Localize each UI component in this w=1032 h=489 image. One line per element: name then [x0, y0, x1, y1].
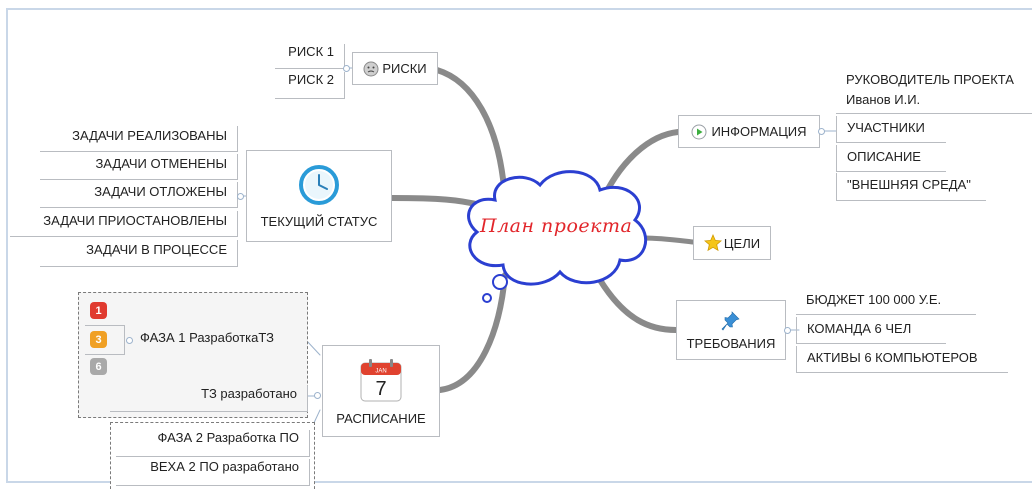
risk-face-icon — [363, 61, 379, 76]
requirements-node[interactable]: ТРЕБОВАНИЯ — [676, 300, 786, 360]
info-item-label: ОПИСАНИЕ — [847, 149, 921, 164]
info-item[interactable]: УЧАСТНИКИ — [836, 116, 946, 143]
collapse-handle[interactable] — [818, 128, 825, 135]
phase2-milestone-label: ВЕХА 2 ПО разработано — [150, 459, 299, 474]
info-node[interactable]: ИНФОРМАЦИЯ — [678, 115, 820, 148]
manager-name: Иванов И.И. — [846, 92, 921, 107]
status-item[interactable]: ЗАДАЧИ ОТМЕНЕНЫ — [40, 154, 238, 180]
status-item-label: ЗАДАЧИ ПРИОСТАНОВЛЕНЫ — [43, 213, 227, 228]
status-item-label: ЗАДАЧИ РЕАЛИЗОВАНЫ — [72, 128, 227, 143]
status-item-label: ЗАДАЧИ В ПРОЦЕССЕ — [86, 242, 227, 257]
phase1-boundary — [78, 292, 308, 418]
canvas-frame — [6, 8, 1032, 483]
calendar-icon: JAN 7 — [360, 358, 402, 401]
schedule-node-label: РАСПИСАНИЕ — [336, 410, 426, 426]
priority-6-icon: 6 — [90, 358, 107, 375]
phase2-milestone[interactable]: ВЕХА 2 ПО разработано — [116, 459, 310, 486]
status-item-label: ЗАДАЧИ ОТМЕНЕНЫ — [95, 156, 227, 171]
requirement-item-label: БЮДЖЕТ 100 000 У.Е. — [806, 292, 942, 307]
priority-1-icon: 1 — [90, 302, 107, 319]
requirements-node-label: ТРЕБОВАНИЯ — [686, 335, 776, 351]
requirement-item-label: КОМАНДА 6 ЧЕЛ — [807, 321, 912, 336]
phase2-item[interactable]: ФАЗА 2 Разработка ПО — [116, 430, 310, 457]
goals-node-label: ЦЕЛИ — [723, 235, 761, 251]
collapse-handle[interactable] — [237, 193, 244, 200]
phase2-boundary — [110, 422, 315, 489]
risks-node-label: РИСКИ — [382, 61, 427, 76]
collapse-handle[interactable] — [126, 337, 133, 344]
phase1-label: ФАЗА 1 РазработкаТЗ — [140, 330, 275, 345]
goals-node[interactable]: ЦЕЛИ — [693, 226, 771, 260]
risks-node[interactable]: РИСКИ — [352, 52, 438, 85]
collapse-handle[interactable] — [784, 327, 791, 334]
clock-icon — [299, 164, 339, 205]
status-item[interactable]: ЗАДАЧИ РЕАЛИЗОВАНЫ — [40, 126, 238, 152]
status-item[interactable]: ЗАДАЧИ В ПРОЦЕССЕ — [40, 240, 238, 267]
collapse-handle[interactable] — [343, 65, 350, 72]
phase1-item[interactable]: ФАЗА 1 РазработкаТЗ — [138, 330, 308, 352]
status-item[interactable]: ЗАДАЧИ ПРИОСТАНОВЛЕНЫ — [10, 211, 238, 237]
status-item-label: ЗАДАЧИ ОТЛОЖЕНЫ — [94, 184, 227, 199]
central-topic[interactable]: План проекта — [480, 215, 633, 237]
risk-item[interactable]: РИСК 2 — [275, 72, 345, 99]
central-cloud-shape — [467, 170, 648, 303]
phase1-milestone-label: ТЗ разработано — [201, 386, 297, 401]
pin-icon — [721, 310, 740, 330]
calendar-month: JAN — [375, 368, 386, 374]
priority-badge-label: 6 — [95, 360, 102, 373]
schedule-node[interactable]: JAN 7 РАСПИСАНИЕ — [322, 345, 440, 437]
risk-item-label: РИСК 2 — [288, 72, 334, 87]
status-node[interactable]: ТЕКУЩИЙ СТАТУС — [246, 150, 392, 242]
requirement-item[interactable]: БЮДЖЕТ 100 000 У.Е. — [796, 288, 976, 315]
priority-badge-label: 3 — [95, 333, 102, 346]
requirement-item[interactable]: АКТИВЫ 6 КОМПЬЮТЕРОВ — [796, 346, 1008, 373]
status-item[interactable]: ЗАДАЧИ ОТЛОЖЕНЫ — [40, 182, 238, 208]
calendar-day: 7 — [375, 378, 386, 400]
phase2-label: ФАЗА 2 Разработка ПО — [157, 430, 299, 445]
priority-3-icon: 3 — [90, 331, 107, 348]
info-item-label: "ВНЕШНЯЯ СРЕДА" — [847, 177, 971, 192]
requirement-item-label: АКТИВЫ 6 КОМПЬЮТЕРОВ — [807, 350, 978, 365]
badge-cell — [85, 325, 125, 355]
collapse-handle[interactable] — [314, 392, 321, 399]
info-node-label: ИНФОРМАЦИЯ — [711, 124, 807, 139]
info-item[interactable]: "ВНЕШНЯЯ СРЕДА" — [836, 173, 986, 201]
info-item-label: УЧАСТНИКИ — [847, 120, 925, 135]
requirement-item[interactable]: КОМАНДА 6 ЧЕЛ — [796, 317, 946, 344]
manager-title: РУКОВОДИТЕЛЬ ПРОЕКТА — [846, 72, 1014, 87]
manager-item[interactable]: РУКОВОДИТЕЛЬ ПРОЕКТА Иванов И.И. — [836, 66, 1032, 114]
risk-item[interactable]: РИСК 1 — [275, 44, 345, 69]
phase1-milestone[interactable]: ТЗ разработано — [110, 386, 308, 412]
status-node-label: ТЕКУЩИЙ СТАТУС — [260, 213, 378, 229]
play-icon — [691, 124, 707, 139]
info-item[interactable]: ОПИСАНИЕ — [836, 145, 946, 172]
star-icon — [703, 234, 722, 252]
priority-badge-label: 1 — [95, 304, 102, 317]
risk-item-label: РИСК 1 — [288, 44, 334, 59]
